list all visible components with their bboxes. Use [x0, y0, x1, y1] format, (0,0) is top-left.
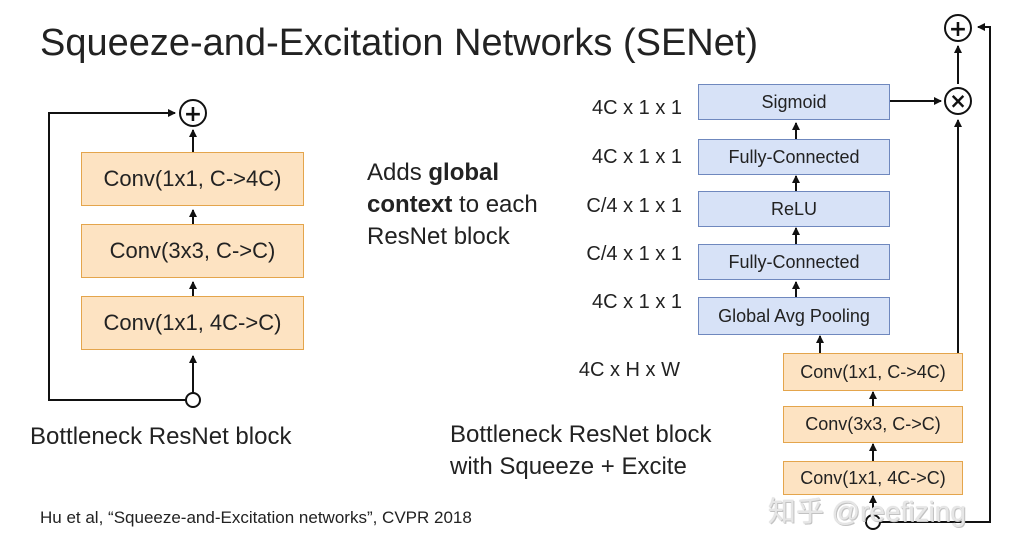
box-label: Conv(3x3, C->C)	[805, 414, 941, 434]
text-plain: to each	[452, 191, 538, 218]
left-caption: Bottleneck ResNet block	[30, 423, 292, 450]
sigmoid-box: Sigmoid	[698, 84, 890, 120]
right-input-node	[865, 514, 881, 530]
dim-label: 4C x 1 x 1	[591, 146, 682, 168]
text-bold: context	[367, 191, 453, 218]
text-plain: ResNet block	[367, 223, 510, 250]
adds-global-context-text: Adds global context to each ResNet block	[367, 157, 538, 253]
box-label: Sigmoid	[761, 91, 827, 112]
right-caption-line1: Bottleneck ResNet block	[450, 421, 712, 448]
left-add-node	[179, 99, 207, 127]
right-conv-1x1-c-4c: Conv(1x1, C->4C)	[783, 353, 963, 391]
box-label: Fully-Connected	[728, 251, 860, 272]
page-title: Squeeze-and-Excitation Networks (SENet)	[40, 22, 759, 64]
dim-label: 4C x H x W	[578, 359, 680, 381]
box-label: Conv(3x3, C->C)	[109, 238, 276, 263]
box-label: Conv(1x1, C->4C)	[800, 361, 946, 382]
box-label: Global Avg Pooling	[718, 305, 870, 326]
dim-label: 4C x 1 x 1	[591, 97, 682, 119]
right-skip-connection	[878, 23, 991, 523]
dim-label: C/4 x 1 x 1	[586, 195, 682, 217]
box-label: ReLU	[770, 198, 818, 219]
text-plain: Adds	[367, 159, 429, 186]
box-label: Conv(1x1, 4C->C)	[103, 310, 282, 335]
text-bold: global	[428, 159, 500, 186]
left-skip-connection	[48, 109, 188, 401]
left-conv-1x1-4c-c: Conv(1x1, 4C->C)	[81, 296, 304, 350]
times-icon: ×	[949, 89, 967, 113]
fully-connected-box-upper: Fully-Connected	[698, 139, 890, 175]
dim-label: C/4 x 1 x 1	[586, 243, 682, 265]
right-conv-3x3: Conv(3x3, C->C)	[783, 406, 963, 443]
right-plus-icon: +	[949, 17, 967, 42]
citation: Hu et al, “Squeeze-and-Excitation networ…	[40, 508, 472, 527]
left-conv-3x3: Conv(3x3, C->C)	[81, 224, 304, 278]
relu-box: ReLU	[698, 191, 890, 227]
right-conv-1x1-4c-c: Conv(1x1, 4C->C)	[783, 461, 963, 495]
box-label: Conv(1x1, C->4C)	[103, 166, 282, 191]
multiply-node	[944, 87, 972, 115]
global-avg-pooling-box: Global Avg Pooling	[698, 297, 890, 335]
box-label: Fully-Connected	[728, 146, 860, 167]
box-label: Conv(1x1, 4C->C)	[800, 467, 946, 488]
left-plus-icon: +	[184, 102, 202, 127]
left-conv-1x1-c-4c: Conv(1x1, C->4C)	[81, 152, 304, 206]
right-caption-line2: with Squeeze + Excite	[450, 453, 687, 480]
fully-connected-box-lower: Fully-Connected	[698, 244, 890, 280]
watermark: 知乎 @reefizing	[768, 496, 967, 527]
dim-label: 4C x 1 x 1	[591, 291, 682, 313]
left-input-node	[185, 392, 201, 408]
right-add-node	[944, 14, 972, 42]
